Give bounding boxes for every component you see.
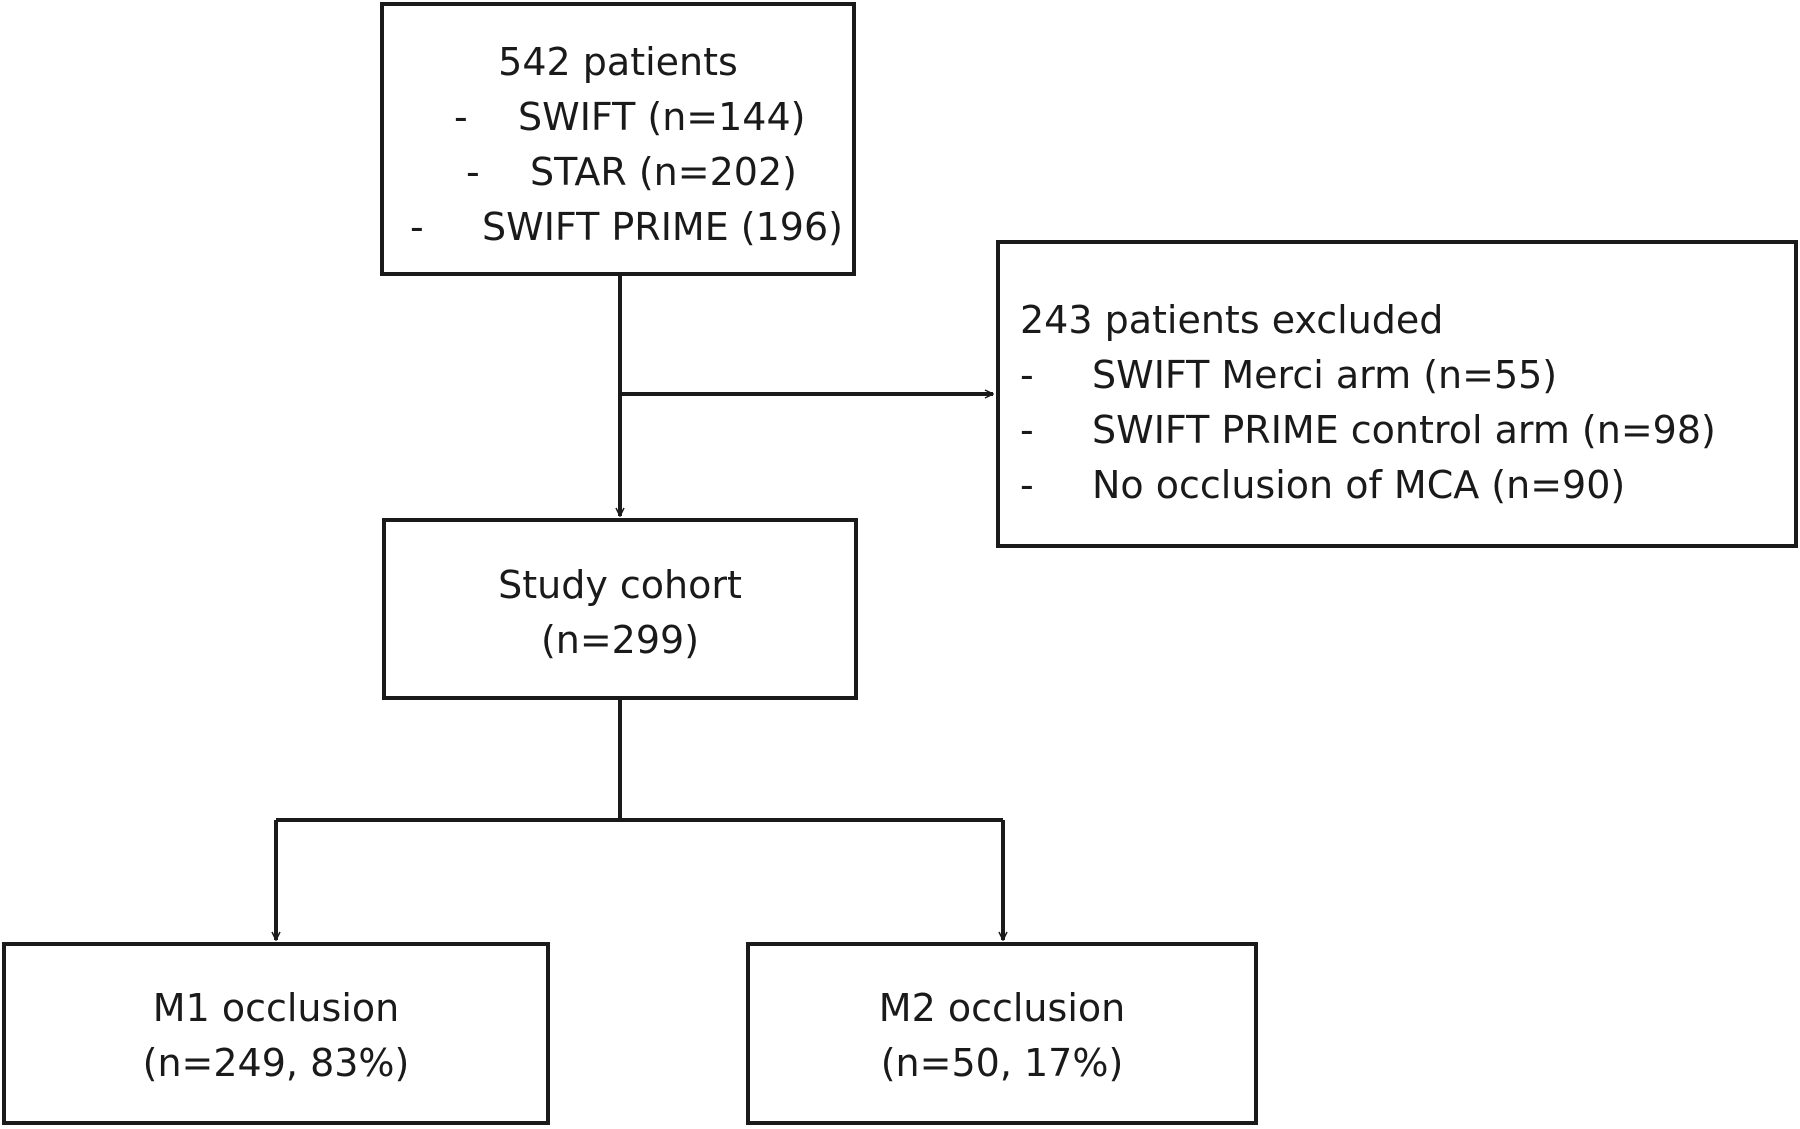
source-patients-box: 542 patients -SWIFT (n=144) -STAR (n=202…: [380, 2, 856, 276]
excluded-item: -No occlusion of MCA (n=90): [1020, 463, 1626, 507]
m1-occlusion-box: M1 occlusion (n=249, 83%): [2, 942, 550, 1125]
m1-label: M1 occlusion: [152, 986, 400, 1030]
m2-occlusion-box: M2 occlusion (n=50, 17%): [746, 942, 1258, 1125]
excluded-patients-box: 243 patients excluded -SWIFT Merci arm (…: [996, 240, 1798, 548]
excluded-item: -SWIFT PRIME control arm (n=98): [1020, 408, 1716, 452]
study-cohort-box: Study cohort (n=299): [382, 518, 858, 700]
m2-label: M2 occlusion: [878, 986, 1126, 1030]
m2-count: (n=50, 17%): [880, 1041, 1124, 1085]
source-title: 542 patients: [498, 40, 738, 84]
source-item: -SWIFT PRIME (196): [410, 205, 843, 249]
excluded-item: -SWIFT Merci arm (n=55): [1020, 353, 1558, 397]
m1-count: (n=249, 83%): [142, 1041, 410, 1085]
cohort-label: Study cohort: [498, 563, 742, 607]
source-item: -SWIFT (n=144): [454, 95, 806, 139]
cohort-count: (n=299): [540, 618, 700, 662]
excluded-title: 243 patients excluded: [1020, 298, 1444, 342]
source-item: -STAR (n=202): [466, 150, 797, 194]
